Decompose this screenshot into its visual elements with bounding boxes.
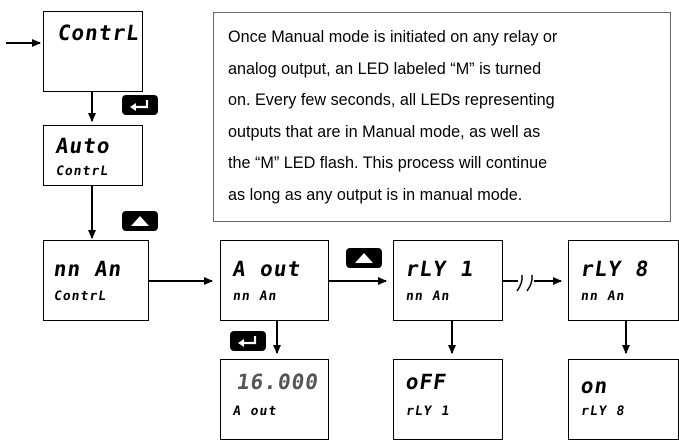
display-top-text: nn An bbox=[52, 257, 124, 281]
note-line: analog output, an LED labeled “M” is tur… bbox=[228, 59, 542, 78]
enter-key-icon bbox=[230, 331, 266, 351]
display-bottom-text: rLY 1 bbox=[404, 404, 452, 419]
display-bottom-text: A out bbox=[231, 404, 279, 419]
up-key-icon bbox=[122, 211, 158, 231]
display-bottom-text: rLY 8 bbox=[579, 404, 627, 419]
display-auto: Auto ContrL bbox=[43, 125, 143, 186]
display-analog-out: A out nn An bbox=[220, 240, 329, 321]
display-bottom-text: nn An bbox=[231, 289, 279, 304]
display-analog-value: 16.000 A out bbox=[220, 359, 329, 440]
up-arrow-icon bbox=[131, 216, 149, 226]
display-top-text: oFF bbox=[404, 370, 449, 394]
enter-arrow-icon bbox=[130, 100, 149, 111]
note-line: as long as any output is in manual mode. bbox=[228, 185, 523, 204]
display-relay-8-on: on rLY 8 bbox=[568, 359, 679, 440]
display-top-text: 16.000 bbox=[235, 370, 321, 394]
display-manual: nn An ContrL bbox=[43, 240, 149, 321]
note-line: on. Every few seconds, all LEDs represen… bbox=[228, 91, 555, 109]
display-contrl: ContrL bbox=[43, 11, 143, 92]
display-top-text: on bbox=[579, 374, 610, 398]
note-line: the “M” LED flash. This process will con… bbox=[228, 154, 548, 172]
display-top-text: rLY 8 bbox=[579, 257, 651, 281]
display-relay-8: rLY 8 nn An bbox=[568, 240, 679, 321]
manual-mode-note: Once Manual mode is initiated on any rel… bbox=[213, 12, 671, 222]
display-bottom-text: ContrL bbox=[52, 289, 109, 304]
display-bottom-text: nn An bbox=[404, 289, 452, 304]
display-bottom-text: ContrL bbox=[54, 164, 111, 179]
display-relay-1: rLY 1 nn An bbox=[393, 240, 503, 321]
up-key-icon bbox=[346, 248, 382, 268]
enter-key-icon bbox=[122, 95, 158, 115]
display-top-text: rLY 1 bbox=[404, 257, 476, 281]
display-top-text: Auto bbox=[54, 134, 113, 158]
display-relay-1-off: oFF rLY 1 bbox=[393, 359, 503, 440]
note-line: outputs that are in Manual mode, as well… bbox=[228, 122, 541, 141]
note-line: Once Manual mode is initiated on any rel… bbox=[228, 28, 558, 46]
enter-arrow-icon bbox=[238, 336, 257, 347]
display-bottom-text: nn An bbox=[579, 289, 627, 304]
display-top-text: A out bbox=[231, 257, 303, 281]
up-arrow-icon bbox=[355, 253, 373, 263]
break-symbol bbox=[516, 274, 533, 292]
display-top-text: ContrL bbox=[56, 21, 142, 45]
